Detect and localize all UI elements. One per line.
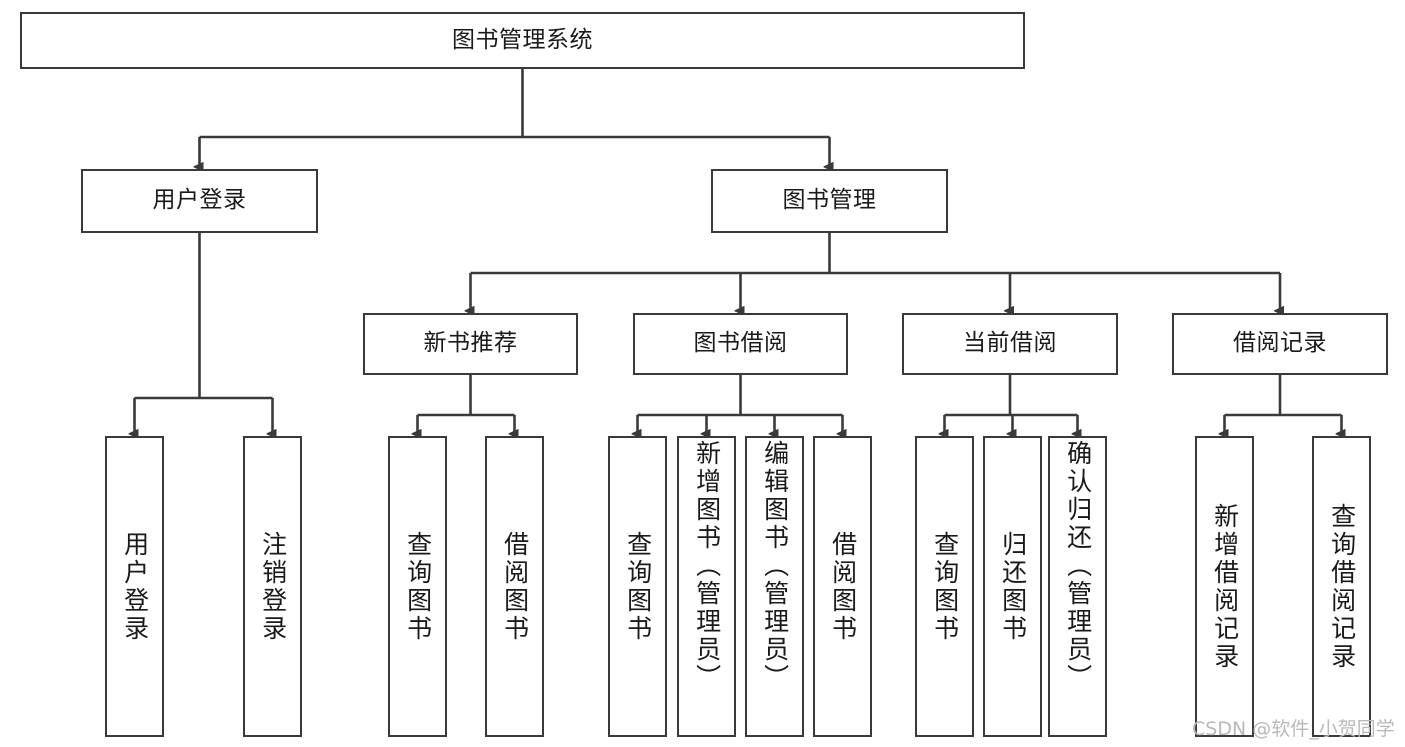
node-label: 借阅图书	[500, 530, 530, 643]
node-borrow[interactable]: 图书借阅	[633, 313, 848, 375]
node-label: 用户登录	[120, 530, 150, 643]
node-label: 新增借阅记录	[1210, 502, 1240, 671]
node-label: 用户登录	[152, 187, 247, 214]
node-label: 查询图书	[623, 530, 653, 643]
node-root[interactable]: 图书管理系统	[20, 12, 1025, 69]
node-l6[interactable]: 新增图书（管理员）	[677, 436, 736, 737]
node-l9[interactable]: 查询图书	[915, 436, 974, 737]
node-label: 查询图书	[403, 530, 433, 643]
node-l7[interactable]: 编辑图书（管理员）	[745, 436, 804, 737]
node-label: 查询借阅记录	[1327, 502, 1357, 671]
node-label: 查询图书	[930, 530, 960, 643]
node-l3[interactable]: 查询图书	[388, 436, 447, 737]
node-l11[interactable]: 确认归还（管理员）	[1048, 436, 1107, 737]
node-l2[interactable]: 注销登录	[243, 436, 302, 737]
node-label: 图书管理系统	[452, 26, 593, 53]
node-label: 编辑图书（管理员）	[760, 440, 790, 692]
node-l1[interactable]: 用户登录	[105, 436, 164, 737]
node-label: 图书管理	[782, 187, 877, 214]
node-label: 新增图书（管理员）	[692, 440, 722, 692]
node-label: 当前借阅	[963, 330, 1057, 357]
node-l4[interactable]: 借阅图书	[485, 436, 544, 737]
node-current[interactable]: 当前借阅	[902, 313, 1118, 375]
node-label: 图书借阅	[693, 330, 788, 357]
node-login[interactable]: 用户登录	[81, 169, 318, 233]
node-label: 借阅图书	[828, 530, 858, 643]
node-bookmgmt[interactable]: 图书管理	[711, 169, 948, 233]
node-l10[interactable]: 归还图书	[983, 436, 1042, 737]
node-records[interactable]: 借阅记录	[1172, 313, 1388, 375]
node-label: 确认归还（管理员）	[1063, 440, 1093, 692]
node-label: 新书推荐	[423, 330, 518, 357]
node-l5[interactable]: 查询图书	[608, 436, 667, 737]
node-l12[interactable]: 新增借阅记录	[1195, 436, 1254, 737]
node-label: 借阅记录	[1233, 330, 1327, 357]
node-label: 注销登录	[258, 530, 288, 643]
watermark-text: CSDN @软件_小贺同学	[1192, 718, 1395, 740]
node-newbook[interactable]: 新书推荐	[363, 313, 578, 375]
node-l8[interactable]: 借阅图书	[813, 436, 872, 737]
node-l13[interactable]: 查询借阅记录	[1312, 436, 1371, 737]
node-label: 归还图书	[998, 530, 1028, 643]
